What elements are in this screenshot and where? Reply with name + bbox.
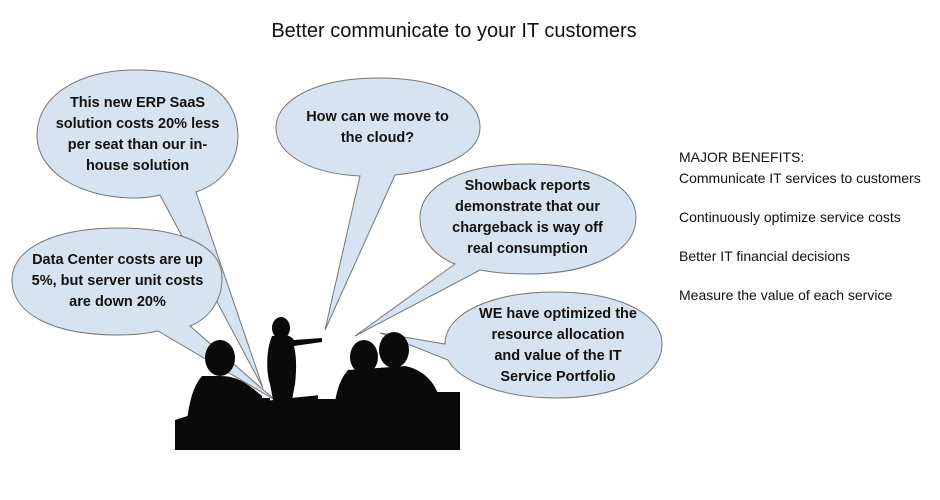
- benefit-item: Measure the value of each service: [679, 287, 893, 303]
- benefit-item: Better IT financial decisions: [679, 248, 850, 264]
- page-title: Better communicate to your IT customers: [271, 20, 637, 42]
- bubble-showback-text: Showback reports demonstrate that our ch…: [452, 178, 603, 257]
- benefits-list: MAJOR BENEFITS: Communicate IT services …: [679, 147, 934, 324]
- bubble-cloud: [275, 77, 481, 331]
- meeting-silhouette: [175, 317, 460, 450]
- bubble-erp-saas-text: This new ERP SaaS solution costs 20% les…: [55, 94, 220, 174]
- benefit-item: Continuously optimize service costs: [679, 209, 901, 225]
- benefits-heading: MAJOR BENEFITS:: [679, 149, 805, 165]
- bubble-cloud-text: How can we move to the cloud?: [306, 109, 449, 146]
- bubble-optimized-text: WE have optimized the resource allocatio…: [479, 306, 637, 385]
- bubble-data-center-text: Data Center costs are up 5%, but server …: [31, 251, 204, 310]
- bubble-erp-saas: [36, 69, 264, 389]
- benefit-item: Communicate IT services to customers: [679, 170, 921, 186]
- bubble-optimized: [379, 291, 663, 399]
- bubble-showback: [354, 163, 637, 337]
